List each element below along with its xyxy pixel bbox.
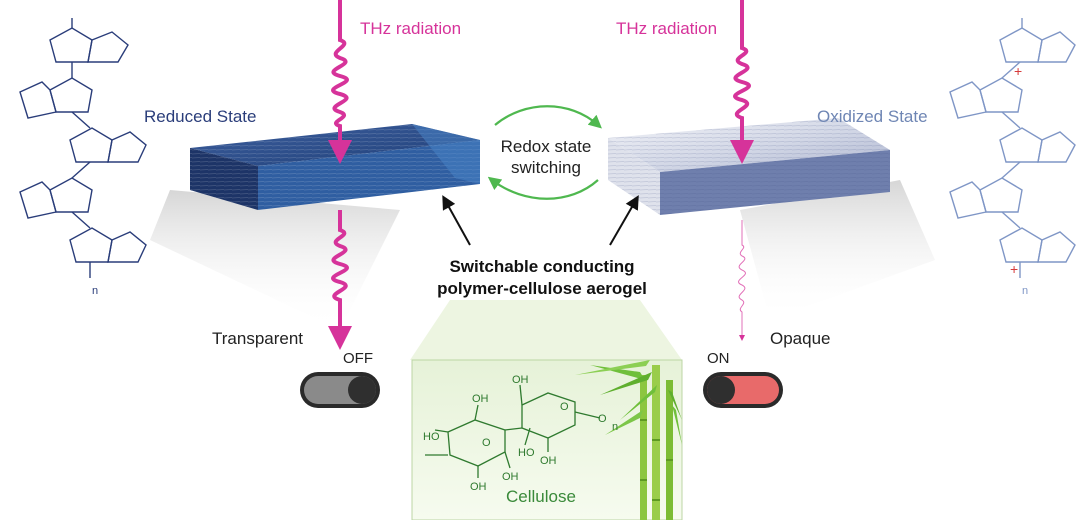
cellulose-structure [425, 384, 601, 478]
reduced-state-label: Reduced State [144, 107, 257, 126]
redox-arrow-bottom [487, 176, 599, 200]
thz-wave-right-in [730, 0, 754, 164]
pointer-arrow-left [442, 195, 471, 246]
chem-oh-5: OH [540, 455, 557, 467]
chain-n-left: n [92, 285, 98, 297]
chem-oh-1: OH [472, 393, 489, 405]
bamboo-illustration [575, 360, 682, 520]
oxidized-state-label: Oxidized State [817, 107, 928, 126]
cellulose-zoom-panel [411, 359, 683, 520]
aerogel-line-2: polymer-cellulose aerogel [437, 279, 647, 298]
chem-oh-2: OH [502, 471, 519, 483]
zoom-funnel [410, 300, 682, 360]
thz-label-left: THz radiation [360, 19, 462, 38]
chem-oh-3: OH [470, 481, 487, 493]
switch-off[interactable] [300, 372, 380, 408]
chem-o-2: O [598, 413, 607, 425]
left-slab-shadow [150, 190, 400, 330]
polymer-chain-reduced [19, 18, 147, 278]
chem-ho-1: HO [423, 431, 440, 443]
aerogel-line-1: Switchable conducting [449, 257, 635, 276]
polymer-chain-oxidized [949, 18, 1076, 278]
chem-o-3: O [482, 437, 491, 449]
transparent-label: Transparent [212, 329, 304, 348]
pointer-arrow-right [609, 195, 639, 246]
chain-n-right: n [1022, 285, 1028, 297]
redox-switching-label: Redox state switching [488, 136, 604, 178]
thz-wave-left-out [328, 210, 352, 350]
redox-line-1: Redox state [500, 137, 592, 156]
thz-wave-left-in [328, 0, 352, 164]
chem-oh-4: OH [512, 374, 529, 386]
chem-n-sub: n [612, 421, 618, 433]
plus-charge-bottom: + [1010, 261, 1018, 277]
thz-wave-right-out [738, 220, 746, 341]
aerogel-label: Switchable conducting polymer-cellulose … [420, 256, 664, 300]
right-slab-shadow [740, 180, 935, 320]
plus-charge-top: + [1014, 63, 1022, 79]
thz-label-right: THz radiation [616, 19, 718, 38]
chem-o-1: O [560, 401, 569, 413]
chem-ho-2: HO [518, 447, 535, 459]
reduced-aerogel-slab [190, 124, 480, 210]
redox-arrow-top [494, 105, 602, 129]
redox-line-2: switching [511, 158, 581, 177]
opaque-label: Opaque [770, 329, 831, 348]
switch-on-label: ON [707, 350, 730, 367]
switch-off-label: OFF [343, 350, 373, 367]
switch-on[interactable] [703, 372, 783, 408]
cellulose-label: Cellulose [506, 487, 576, 506]
